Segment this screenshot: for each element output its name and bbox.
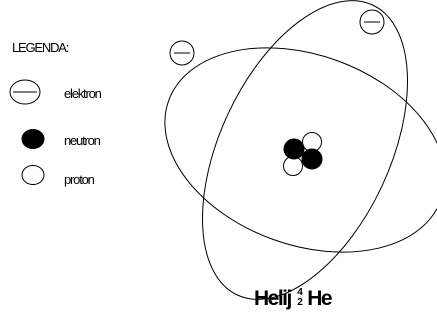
legend-label-electron: elektron [64,86,101,101]
legend-label-neutron: neutron [64,133,100,148]
element-name: Helij [254,287,291,310]
electron-symbol-icon [8,78,42,106]
proton-symbol-icon [20,164,46,186]
electron [360,10,384,34]
legend-title: LEGENDA: [12,40,68,55]
legend: LEGENDA: elektron neutron proton [0,0,160,200]
diagram-caption: Helij 4 2 He [254,287,331,311]
isotope-notation: 4 2 [295,289,307,307]
neutron [284,139,304,159]
electron [170,41,194,65]
neutron [302,149,322,169]
element-symbol: He [307,287,331,310]
legend-label-proton: proton [64,172,94,187]
atomic-number: 2 [297,297,303,308]
neutron-symbol-icon [20,128,46,150]
nucleus [284,133,323,176]
